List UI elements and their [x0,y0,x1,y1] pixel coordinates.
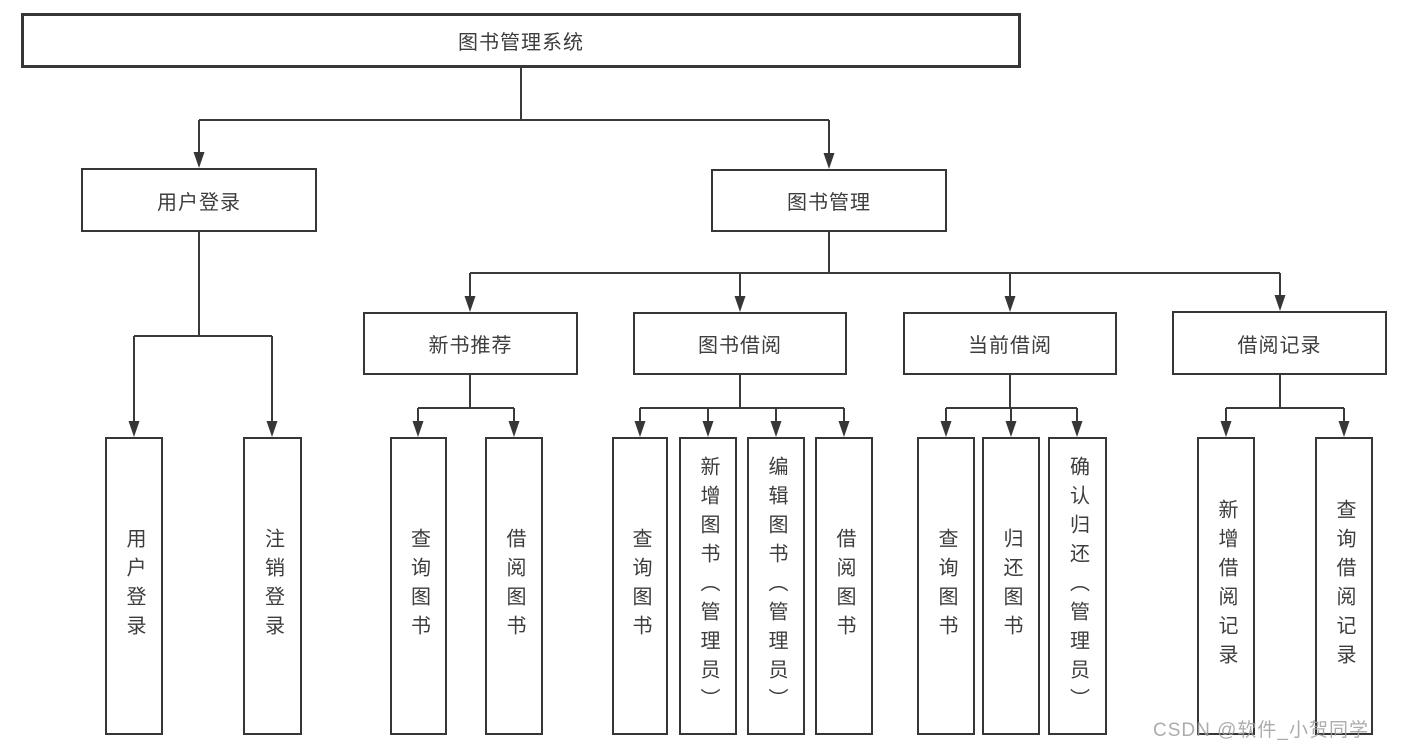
leaf-user-login: 用户登录 [105,437,163,735]
node-borrow-records: 借阅记录 [1172,311,1387,375]
leaf-query-books-recommend: 查询图书 [390,437,447,735]
arrow-down-icon [770,421,782,437]
node-user-login: 用户登录 [81,168,317,232]
node-book-management: 图书管理 [711,169,947,232]
leaf-query-borrow-record: 查询借阅记录 [1315,437,1373,735]
leaf-borrow-books: 借阅图书 [815,437,873,735]
arrow-down-icon [464,296,476,312]
arrow-down-icon [1338,421,1350,437]
arrow-down-icon [734,296,746,312]
leaf-add-books-admin: 新增图书（管理员） [679,437,737,735]
node-borrow-records-label: 借阅记录 [1237,334,1322,357]
node-root-label: 图书管理系统 [458,32,584,54]
node-root: 图书管理系统 [21,13,1021,68]
leaf-edit-books-admin: 编辑图书（管理员） [747,437,805,735]
leaf-add-borrow-record-label: 新增借阅记录 [1215,499,1237,673]
node-current-borrowing: 当前借阅 [903,312,1117,375]
arrow-down-icon [823,153,835,169]
node-new-book-recommend: 新书推荐 [363,312,578,375]
csdn-watermark: CSDN @软件_小贺同学 [1153,720,1369,741]
leaf-add-borrow-record: 新增借阅记录 [1197,437,1255,735]
leaf-query-books-borrowing: 查询图书 [612,437,668,735]
arrow-down-icon [1274,295,1286,311]
arrow-down-icon [1071,421,1083,437]
leaf-logout-label: 注销登录 [261,528,284,644]
arrow-down-icon [193,152,205,168]
leaf-borrow-books-recommend-label: 借阅图书 [503,528,525,644]
arrow-down-icon [128,421,140,437]
arrow-down-icon [266,421,278,437]
leaf-user-login-label: 用户登录 [123,528,145,644]
arrow-down-icon [838,421,850,437]
arrow-down-icon [702,421,714,437]
arrow-down-icon [940,421,952,437]
leaf-return-books: 归还图书 [982,437,1040,735]
tree-edges [133,68,1345,422]
arrow-down-icon [634,421,646,437]
arrowheads [128,152,1350,437]
leaf-query-books-borrowing-label: 查询图书 [629,528,651,644]
arrow-down-icon [412,421,424,437]
node-new-book-recommend-label: 新书推荐 [428,335,513,357]
leaf-confirm-return-admin-label: 确认归还（管理员） [1066,455,1089,717]
leaf-borrow-books-recommend: 借阅图书 [485,437,543,735]
leaf-edit-books-admin-label: 编辑图书（管理员） [765,455,787,717]
leaf-logout: 注销登录 [243,437,302,735]
arrow-down-icon [1004,296,1016,312]
node-book-management-label: 图书管理 [787,192,871,214]
leaf-add-books-admin-label: 新增图书（管理员） [697,455,719,717]
leaf-query-books-current-label: 查询图书 [935,528,957,644]
leaf-borrow-books-label: 借阅图书 [833,528,855,644]
leaf-query-books-current: 查询图书 [917,437,975,735]
leaf-return-books-label: 归还图书 [1000,528,1022,644]
arrow-down-icon [1220,421,1232,437]
node-book-borrowing: 图书借阅 [633,312,847,375]
arrow-down-icon [508,421,520,437]
arrow-down-icon [1005,421,1017,437]
node-user-login-label: 用户登录 [157,191,241,214]
node-current-borrowing-label: 当前借阅 [968,335,1052,357]
leaf-query-borrow-record-label: 查询借阅记录 [1333,499,1355,673]
leaf-query-books-recommend-label: 查询图书 [407,528,430,644]
node-book-borrowing-label: 图书借阅 [698,335,782,357]
leaf-confirm-return-admin: 确认归还（管理员） [1048,437,1107,735]
